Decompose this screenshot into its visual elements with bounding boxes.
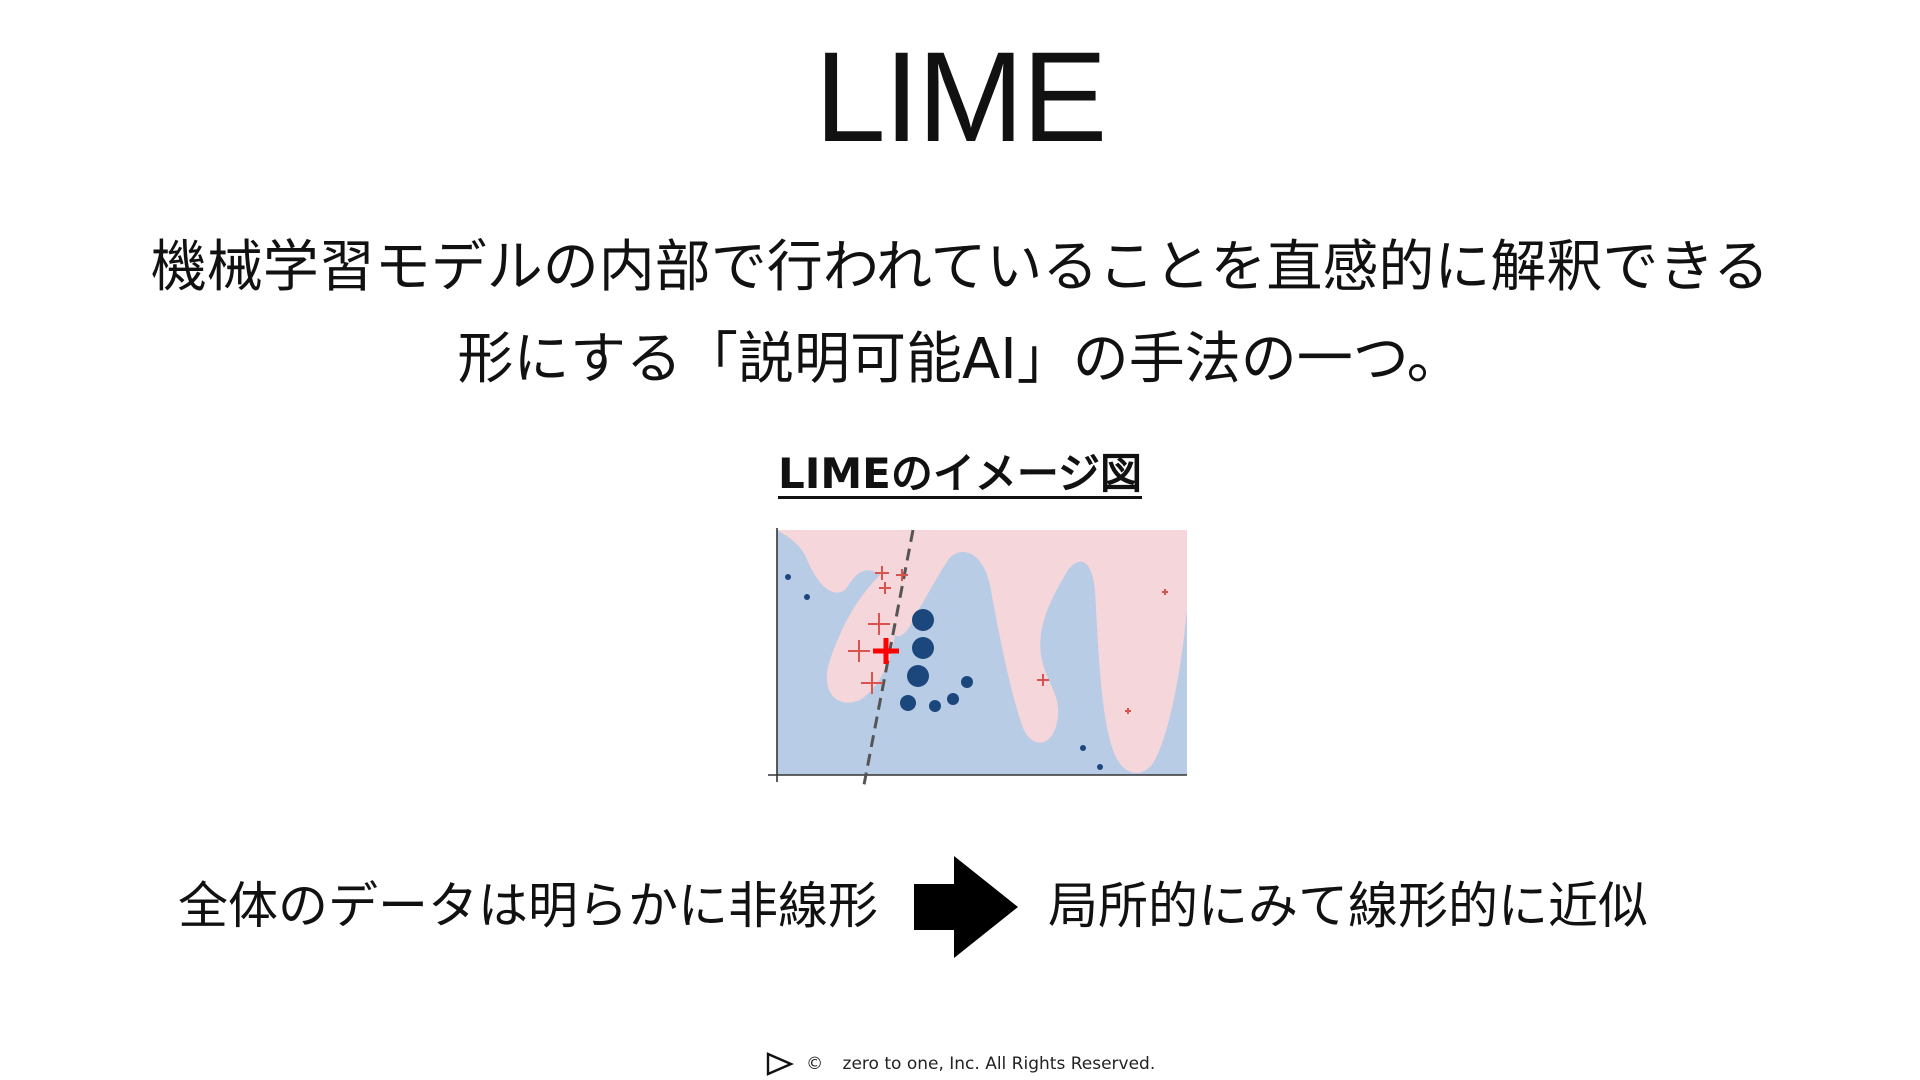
blue-point	[912, 637, 934, 659]
linear-boundary	[861, 529, 915, 790]
figure-caption-text: LIMEのイメージ図	[777, 449, 1143, 498]
description-line-1: 機械学習モデルの内部で行われていることを直感的に解釈できる	[150, 235, 1770, 300]
description-line-2: 形にする「説明可能AI」の手法の一つ。	[457, 327, 1463, 392]
red-plus	[1037, 674, 1049, 686]
blue-point	[804, 594, 810, 600]
red-plus	[875, 566, 889, 580]
blue-point	[1080, 745, 1086, 751]
blue-point	[912, 609, 934, 631]
red-plus	[896, 569, 908, 581]
red-plus	[1125, 708, 1131, 714]
lime-illustration	[768, 528, 1187, 790]
red-plus-points	[848, 566, 1168, 714]
red-plus	[868, 613, 890, 635]
red-plus	[1162, 589, 1168, 595]
pink-left-bulge	[826, 575, 897, 703]
copyright-text: zero to one, Inc. All Rights Reserved.	[842, 1054, 1156, 1074]
red-plus	[848, 640, 870, 662]
nonlinear-statement: 全体のデータは明らかに非線形	[178, 877, 878, 935]
red-plus	[879, 582, 891, 594]
blue-points	[785, 574, 1103, 770]
red-plus	[861, 672, 883, 694]
blue-point	[900, 695, 916, 711]
footer: © zero to one, Inc. All Rights Reserved.	[0, 1052, 1920, 1076]
copyright-symbol: ©	[806, 1054, 824, 1074]
slide-description: 機械学習モデルの内部で行われていることを直感的に解釈できる 形にする「説明可能A…	[60, 222, 1860, 406]
blue-point	[785, 574, 791, 580]
slide-title: LIME	[814, 26, 1108, 169]
figure-caption: LIMEのイメージ図	[0, 446, 1920, 502]
right-arrow-icon	[914, 856, 1018, 958]
blue-point	[961, 676, 973, 688]
highlighted-instance	[873, 638, 899, 664]
blue-point	[947, 693, 959, 705]
blue-point	[1097, 764, 1103, 770]
linear-approximation-statement: 局所的にみて線形的に近似	[1048, 877, 1648, 935]
play-triangle-icon	[766, 1052, 794, 1076]
pink-region	[777, 530, 1187, 773]
blue-point	[907, 665, 929, 687]
blue-point	[929, 700, 941, 712]
